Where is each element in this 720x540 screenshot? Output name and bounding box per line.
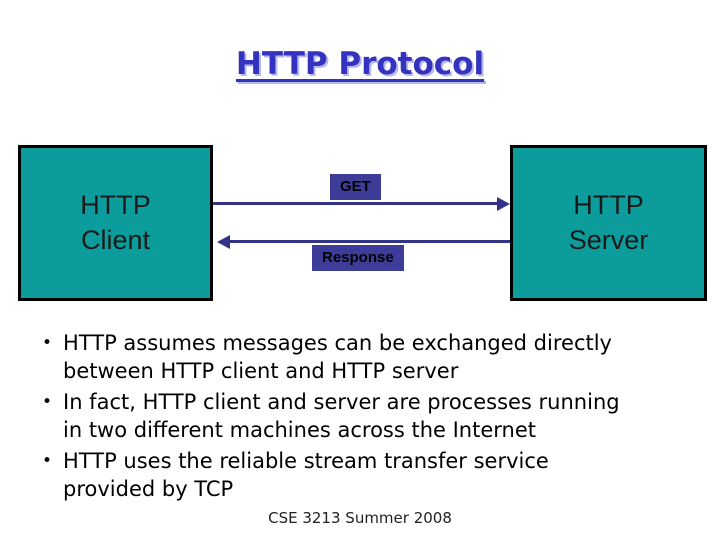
bullet-marker: • xyxy=(42,451,53,471)
response-message-label: Response xyxy=(312,245,404,271)
response-arrow-line xyxy=(230,240,510,243)
bullet-text: In fact, HTTP client and server are proc… xyxy=(63,390,620,442)
response-arrowhead-icon xyxy=(217,234,230,249)
bullet-marker: • xyxy=(42,392,53,412)
slide-title: HTTP Protocol xyxy=(235,46,485,82)
get-arrow-line xyxy=(213,202,505,205)
slide-footer: CSE 3213 Summer 2008 xyxy=(268,509,452,527)
bullet-item: • HTTP assumes messages can be exchanged… xyxy=(40,329,690,385)
http-client-box: HTTP Client xyxy=(18,145,213,301)
get-message-label: GET xyxy=(330,174,381,200)
bullet-item: • In fact, HTTP client and server are pr… xyxy=(40,388,690,444)
bullet-text: HTTP assumes messages can be exchanged d… xyxy=(63,331,612,383)
http-server-box: HTTP Server xyxy=(510,145,707,301)
bullet-text: HTTP uses the reliable stream transfer s… xyxy=(63,449,549,501)
bullet-marker: • xyxy=(42,333,53,353)
bullet-item: • HTTP uses the reliable stream transfer… xyxy=(40,447,690,503)
bullet-list: • HTTP assumes messages can be exchanged… xyxy=(40,329,690,506)
get-arrowhead-icon xyxy=(497,196,510,211)
